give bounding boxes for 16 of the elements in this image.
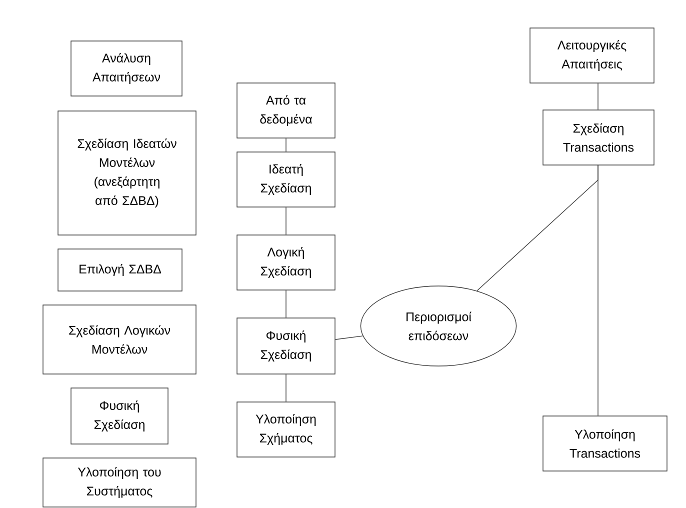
process-box: Σχεδίαση Λογικών Μοντέλων (42, 304, 196, 374)
process-box: Σχεδίαση Transactions (542, 110, 654, 166)
process-box: Ιδεατή Σχεδίαση (236, 152, 336, 208)
process-box: Υλοποίηση Transactions (542, 416, 668, 472)
connector-line (335, 336, 364, 340)
process-box: Υλοποίηση Σχήματος (236, 402, 336, 458)
process-box: Φυσική Σχεδίαση (236, 318, 336, 374)
process-box: Επιλογή ΣΔΒΔ (58, 248, 182, 292)
process-box: Σχεδίαση Ιδεατών Μοντέλων (ανεξάρτητη από ΣΔΒΔ) (58, 110, 196, 236)
process-box: Ανάλυση Απαιτήσεων (70, 40, 182, 96)
connector-line (476, 164, 598, 292)
process-box: Φυσική Σχεδίαση (70, 388, 168, 444)
process-box: Λειτουργικές Απαιτήσεις (530, 28, 654, 84)
process-box: Υλοποίηση του Συστήματος (42, 458, 196, 508)
process-box: Λογική Σχεδίαση (236, 234, 336, 290)
process-box: Από τα δεδομένα (236, 82, 336, 138)
